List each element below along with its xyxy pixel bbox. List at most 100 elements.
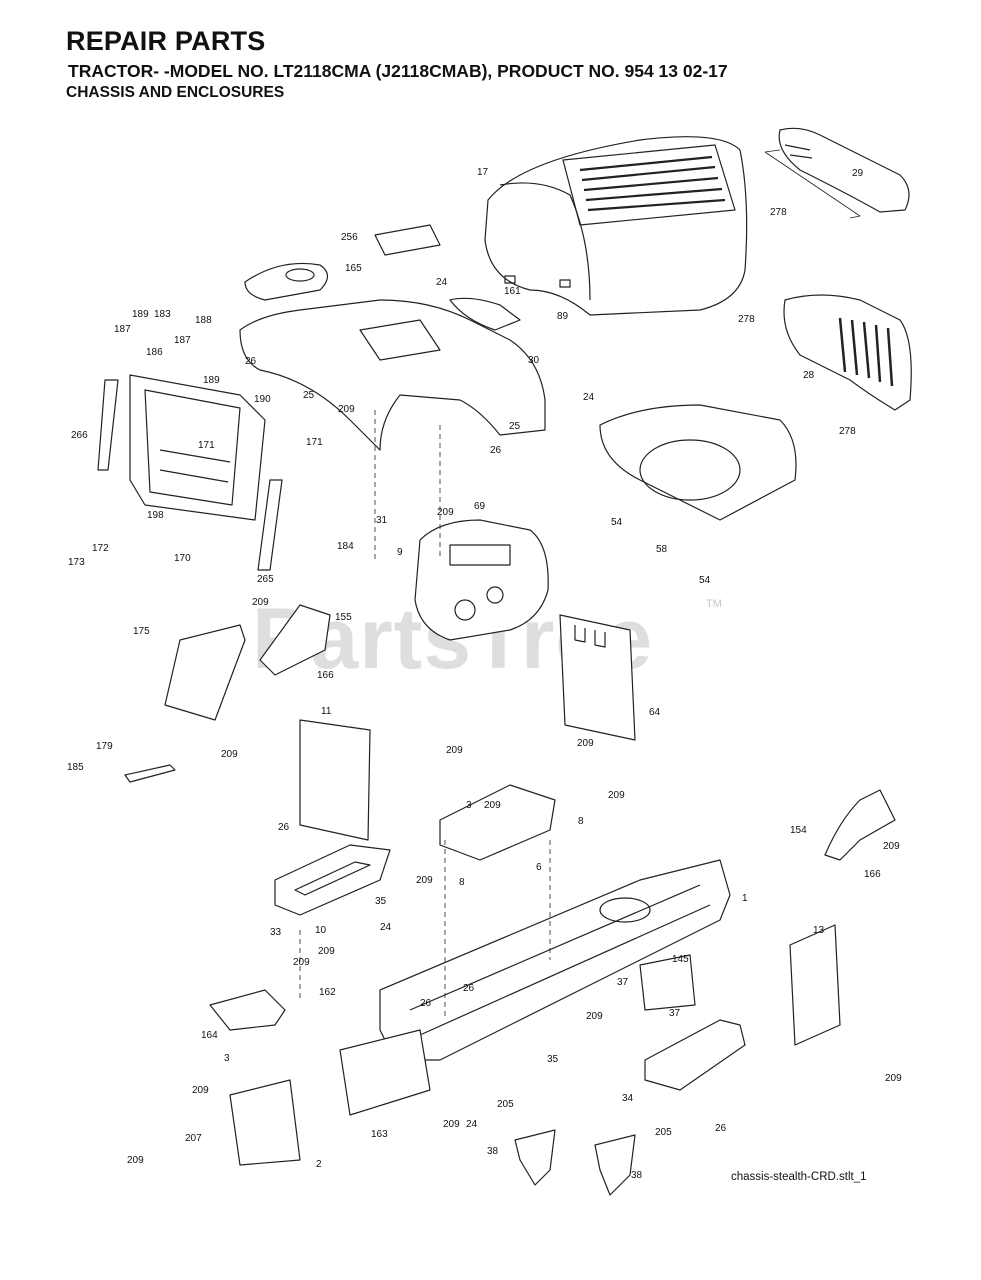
- callout-label: 10: [315, 925, 327, 936]
- callout-label: 26: [463, 983, 475, 994]
- callout-label: 172: [92, 543, 109, 554]
- callout-label: 278: [770, 207, 787, 218]
- part-fender-30[interactable]: [239, 297, 546, 451]
- callout-label: 3: [224, 1053, 230, 1064]
- callout-label: 34: [622, 1093, 634, 1104]
- callout-label: 25: [303, 390, 315, 401]
- part-bracket-266[interactable]: [97, 379, 119, 471]
- callout-label: 30: [528, 355, 540, 366]
- callout-label: 13: [813, 925, 825, 936]
- part-plate-8[interactable]: [439, 784, 556, 861]
- callout-label: 28: [803, 370, 815, 381]
- part-rear-panel-64[interactable]: [559, 614, 636, 741]
- part-plate-163[interactable]: [339, 1029, 431, 1116]
- callout-label: 26: [278, 822, 290, 833]
- header: REPAIR PARTS TRACTOR- -MODEL NO. LT2118C…: [66, 26, 728, 103]
- callout-label: 31: [376, 515, 388, 526]
- callout-label: 209: [416, 875, 433, 886]
- part-rear-grille[interactable]: [783, 294, 912, 411]
- callout-label: 17: [477, 167, 489, 178]
- callout-label: 2: [316, 1159, 322, 1170]
- callout-label: 154: [790, 825, 807, 836]
- part-bracket-155[interactable]: [259, 604, 331, 676]
- trademark-symbol: TM: [706, 598, 722, 610]
- callout-label: 209: [608, 790, 625, 801]
- callout-label: 24: [436, 277, 448, 288]
- callout-label: 266: [71, 430, 88, 441]
- callout-label: 64: [649, 707, 661, 718]
- callout-label: 24: [583, 392, 595, 403]
- callout-label: 3: [466, 800, 472, 811]
- part-hood[interactable]: [484, 136, 748, 316]
- callout-label: 162: [319, 987, 336, 998]
- callout-label: 209: [577, 738, 594, 749]
- callout-label: 209: [293, 957, 310, 968]
- part-bracket-154[interactable]: [824, 789, 896, 861]
- part-side-plate-13[interactable]: [789, 924, 841, 1046]
- part-cover-256[interactable]: [374, 224, 441, 256]
- callout-label: 58: [656, 544, 668, 555]
- part-bracket-145[interactable]: [639, 954, 696, 1011]
- callout-label: 26: [245, 356, 257, 367]
- part-footrest-34[interactable]: [644, 1019, 746, 1091]
- callout-label: 69: [474, 501, 486, 512]
- callout-label: 265: [257, 574, 274, 585]
- callout-label: 171: [306, 437, 323, 448]
- part-seat-pan[interactable]: [599, 404, 797, 521]
- callout-label: 205: [497, 1099, 514, 1110]
- part-front-frame-170[interactable]: [129, 374, 266, 521]
- callout-label: 26: [420, 998, 432, 1009]
- assembly-guide-lines: [299, 410, 551, 1020]
- part-footrest-33[interactable]: [274, 844, 391, 916]
- callout-label: 38: [487, 1146, 499, 1157]
- part-front-grille[interactable]: [778, 127, 910, 213]
- part-axle-bracket-2[interactable]: [229, 1079, 301, 1166]
- callout-label: 35: [547, 1054, 559, 1065]
- part-console[interactable]: [414, 519, 549, 641]
- callout-label: 166: [864, 869, 881, 880]
- callout-label: 186: [146, 347, 163, 358]
- part-bracket-38-left[interactable]: [514, 1129, 556, 1186]
- callout-label: 198: [147, 510, 164, 521]
- callout-label: 54: [611, 517, 623, 528]
- callout-label: 209: [318, 946, 335, 957]
- part-cover-165[interactable]: [244, 262, 329, 301]
- callout-label: 256: [341, 232, 358, 243]
- part-bracket-38-right[interactable]: [594, 1134, 636, 1196]
- callout-label: 8: [459, 877, 465, 888]
- callout-label: 26: [715, 1123, 727, 1134]
- callout-label: 184: [337, 541, 354, 552]
- callout-label: 6: [536, 862, 542, 873]
- model-line: TRACTOR- -MODEL NO. LT2118CMA (J2118CMAB…: [68, 61, 728, 81]
- callout-label: 37: [669, 1008, 681, 1019]
- callout-label: 171: [198, 440, 215, 451]
- part-side-plate-11[interactable]: [299, 719, 371, 841]
- callout-label: 173: [68, 557, 85, 568]
- callout-label: 209: [221, 749, 238, 760]
- callout-label: 209: [192, 1085, 209, 1096]
- callout-label: 175: [133, 626, 150, 637]
- callout-label: 29: [852, 168, 864, 179]
- callout-label: 164: [201, 1030, 218, 1041]
- part-rod-179[interactable]: [124, 764, 176, 783]
- page-title: REPAIR PARTS: [66, 26, 266, 56]
- callout-label: 155: [335, 612, 352, 623]
- callout-label: 24: [380, 922, 392, 933]
- callout-label: 209: [127, 1155, 144, 1166]
- part-bracket-265[interactable]: [257, 479, 283, 571]
- callout-label: 170: [174, 553, 191, 564]
- callout-label: 278: [839, 426, 856, 437]
- callout-label: 145: [672, 954, 689, 965]
- callout-label: 166: [317, 670, 334, 681]
- part-main-frame[interactable]: [379, 859, 731, 1061]
- callout-label: 25: [509, 421, 521, 432]
- callout-label: 209: [586, 1011, 603, 1022]
- leader-278-top: [764, 149, 861, 219]
- callout-label: 189: [132, 309, 149, 320]
- part-bracket-164[interactable]: [209, 989, 286, 1031]
- callout-label: 189: [203, 375, 220, 386]
- part-panel-175[interactable]: [164, 624, 246, 721]
- callout-label: 278: [738, 314, 755, 325]
- callout-label: 209: [252, 597, 269, 608]
